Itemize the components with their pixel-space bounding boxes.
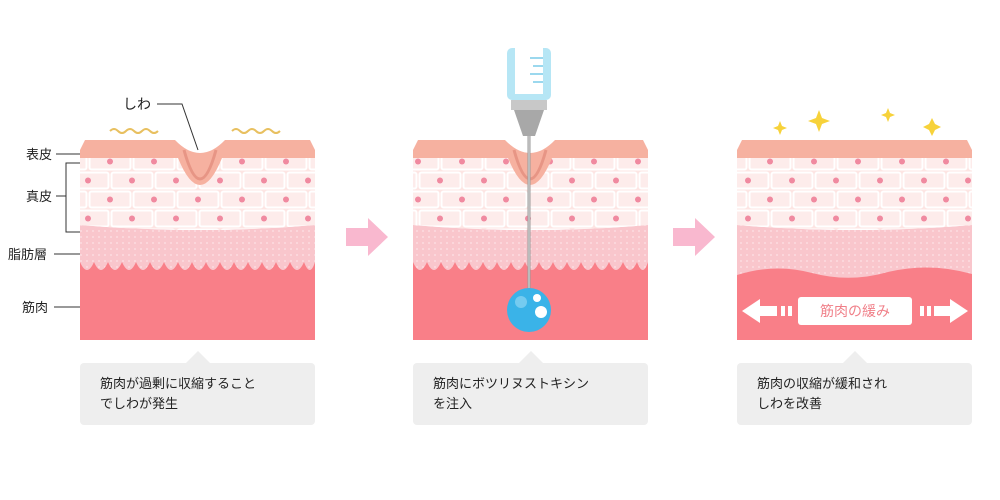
label-wrinkle: しわ <box>123 97 151 113</box>
muscle-layer <box>80 262 315 340</box>
right-arrow-icon <box>934 299 968 323</box>
layer-labels: しわ 表皮 真皮 脂肪層 筋肉 <box>8 97 199 316</box>
epidermis-layer <box>80 140 315 185</box>
caption-step-3: 筋肉の収縮が緩和され しわを改善 <box>737 351 972 425</box>
label-muscle: 筋肉 <box>22 300 48 316</box>
label-fat-layer: 脂肪層 <box>8 247 47 263</box>
caption-line: しわを改善 <box>757 397 823 412</box>
wrinkle-crease <box>182 149 218 181</box>
step-arrow-icon <box>673 218 715 256</box>
dermis-bracket <box>56 162 80 233</box>
caption-line: でしわが発生 <box>100 397 179 412</box>
label-epidermis: 表皮 <box>26 148 52 163</box>
dermis-layer <box>80 152 315 230</box>
caption-line: 筋肉の収縮が緩和され <box>757 377 888 392</box>
caption-line: 筋肉が過剰に収縮すること <box>100 377 257 392</box>
label-dermis: 真皮 <box>26 190 52 205</box>
badge-label: 筋肉の緩み <box>820 303 890 320</box>
wavy-line-icon <box>109 128 159 134</box>
caption-step-1: 筋肉が過剰に収縮すること でしわが発生 <box>80 351 315 425</box>
caption-line: 筋肉にボツリヌストキシン <box>433 377 590 392</box>
caption-line: を注入 <box>433 397 473 412</box>
syringe-icon <box>507 48 551 290</box>
wavy-line-icon <box>231 128 281 134</box>
step-arrow-icon <box>346 218 388 256</box>
caption-step-2: 筋肉にボツリヌストキシン を注入 <box>413 351 648 425</box>
panel-1-skin <box>80 128 315 340</box>
left-arrow-icon <box>742 299 777 323</box>
sparkle-icon <box>773 108 941 136</box>
badge-background <box>798 297 912 325</box>
wrinkle-leader-line <box>157 103 199 151</box>
relaxation-indicator: 筋肉の緩み <box>742 297 968 325</box>
botox-drop-icon <box>507 288 551 332</box>
